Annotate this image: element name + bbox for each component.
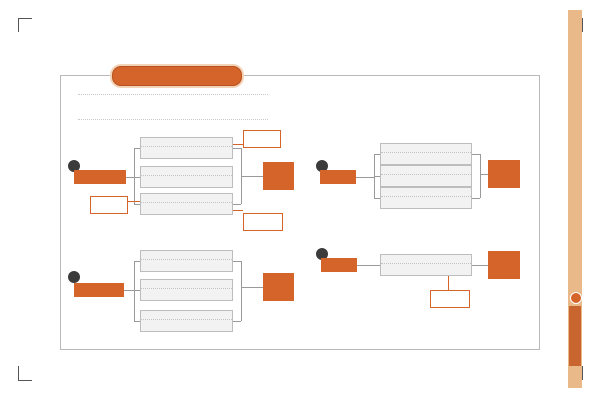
- item-tag: [141, 312, 232, 320]
- item-tag: [381, 256, 471, 264]
- category-label-2: [74, 283, 124, 297]
- item-tag: [381, 145, 471, 153]
- item-subtitle: [381, 203, 471, 209]
- tip-box: [263, 273, 294, 301]
- item-title: [141, 175, 232, 182]
- note-box: [430, 290, 470, 308]
- category-number-4: [316, 248, 328, 260]
- item-tag: [141, 139, 232, 147]
- item-card: [380, 254, 472, 276]
- item-card: [380, 143, 472, 165]
- item-title: [141, 202, 232, 209]
- item-tag: [141, 168, 232, 176]
- item-card: [140, 279, 233, 301]
- item-subtitle: [141, 182, 232, 188]
- tip-box: [263, 162, 294, 190]
- crop-mark: [18, 366, 19, 380]
- item-card: [380, 187, 472, 209]
- note-box: [243, 213, 283, 231]
- category-number-2: [68, 271, 80, 283]
- item-subtitle: [381, 270, 471, 276]
- item-title: [381, 196, 471, 203]
- item-card: [140, 166, 233, 188]
- crop-mark: [18, 18, 32, 19]
- crop-mark: [582, 366, 583, 380]
- category-label-3: [320, 170, 356, 184]
- side-tab-label: [569, 306, 581, 366]
- category-number-3: [316, 160, 328, 172]
- crop-mark: [18, 18, 19, 32]
- item-subtitle: [141, 295, 232, 301]
- item-card: [140, 250, 233, 272]
- item-title: [141, 259, 232, 266]
- side-tab-number: [570, 292, 582, 304]
- item-tag: [141, 281, 232, 289]
- crop-mark: [582, 18, 583, 32]
- item-subtitle: [141, 326, 232, 332]
- note-box: [90, 196, 128, 214]
- item-title: [141, 288, 232, 295]
- item-title: [141, 319, 232, 326]
- crop-mark: [18, 380, 32, 381]
- category-label-4: [321, 258, 357, 272]
- item-tag: [141, 195, 232, 203]
- item-card: [140, 137, 233, 159]
- chapter-side-tab: [568, 10, 582, 388]
- item-tag: [141, 252, 232, 260]
- tip-box: [488, 160, 520, 188]
- item-title: [381, 174, 471, 181]
- item-tag: [381, 167, 471, 175]
- item-subtitle: [141, 153, 232, 159]
- item-subtitle: [141, 209, 232, 215]
- tip-box: [488, 251, 520, 279]
- item-subtitle: [141, 266, 232, 272]
- item-title: [381, 152, 471, 159]
- page-title: [112, 66, 242, 86]
- item-title: [381, 263, 471, 270]
- intro-text: [78, 94, 268, 120]
- item-card: [140, 310, 233, 332]
- item-card: [140, 193, 233, 215]
- category-number-1: [68, 160, 80, 172]
- item-card: [380, 165, 472, 187]
- item-tag: [381, 189, 471, 197]
- item-title: [141, 146, 232, 153]
- note-box: [243, 130, 281, 148]
- category-label-1: [74, 170, 126, 184]
